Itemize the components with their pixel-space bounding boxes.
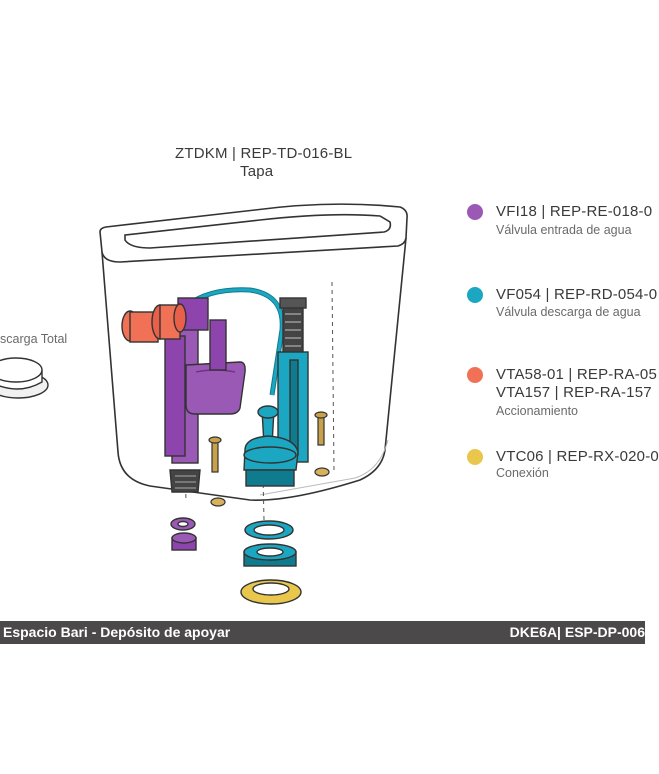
footer-title: Espacio Bari - Depósito de apoyar [3, 624, 231, 640]
legend-code2-actuator: VTA157 | REP-RA-157 [496, 384, 652, 401]
lid-name: Tapa [240, 163, 274, 180]
tank-illustration [0, 203, 408, 605]
brass-screws [208, 411, 330, 507]
legend-code-flush-valve: VF054 | REP-RD-054-0 [496, 286, 658, 303]
legend-code-connection: VTC06 | REP-RX-020-0 [496, 448, 659, 465]
actuator [121, 303, 187, 343]
left-cut-label: scarga Total [0, 332, 68, 346]
tank-body [101, 237, 407, 521]
tank-lid [99, 203, 408, 263]
legend-dot-fill-valve [467, 204, 483, 220]
footer-bar: Espacio Bari - Depósito de apoyar DKE6A|… [0, 621, 645, 644]
legend-dot-flush-valve [467, 287, 483, 303]
legend-desc-flush-valve: Válvula descarga de agua [496, 305, 641, 319]
lid-code: ZTDKM | REP-TD-016-BL [175, 145, 353, 162]
washers [170, 517, 302, 605]
legend-code-actuator: VTA58-01 | REP-RA-05 [496, 366, 658, 383]
push-button-icon [0, 357, 49, 399]
legend-dot-connection [467, 449, 483, 465]
legend-dot-actuator [467, 367, 483, 383]
legend-desc-actuator: Accionamiento [496, 404, 578, 418]
footer-code: DKE6A| ESP-DP-006 [509, 624, 645, 640]
diagram-canvas: ZTDKM | REP-TD-016-BL Tapa scarga Total … [0, 145, 659, 605]
flush-valve [243, 297, 309, 487]
fill-valve [164, 297, 246, 493]
legend-desc-fill-valve: Válvula entrada de agua [496, 223, 632, 237]
legend-code-fill-valve: VFI18 | REP-RE-018-0 [496, 203, 653, 220]
legend-desc-connection: Conexión [496, 466, 549, 480]
